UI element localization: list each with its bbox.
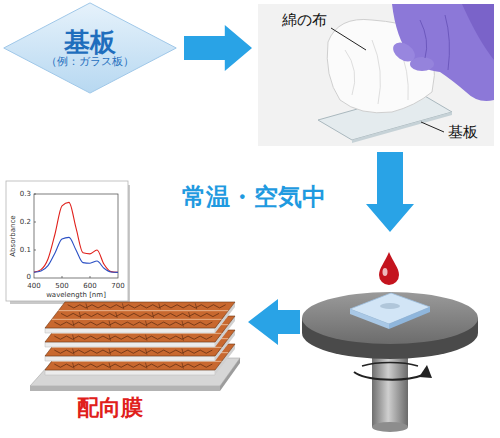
axis-tick: 0 [17, 273, 31, 281]
film-stack [30, 302, 240, 391]
film-layer [189, 312, 191, 318]
spin-coater [362, 363, 418, 366]
flow-arrow-left [248, 299, 300, 345]
film-layer [182, 349, 184, 355]
substrate-diamond: 基板（例：ガラス板） [2, 2, 178, 94]
axis-title: Absorbance [9, 214, 17, 258]
film-layer [182, 321, 184, 327]
callout-label: 綿の布 [282, 12, 327, 29]
spin-coater [389, 307, 430, 329]
spin-coater [350, 309, 389, 329]
rubbing-photo-art [410, 57, 434, 71]
spin-coater [383, 268, 388, 276]
film-layer [52, 319, 222, 320]
film-layer [86, 303, 88, 309]
condition-label: 常温・空気中 [182, 183, 326, 212]
film-layer [73, 349, 75, 355]
rubbing-photo-art [352, 112, 452, 143]
spin-coater [379, 252, 399, 285]
film-layer [145, 335, 147, 341]
film-layer [45, 356, 215, 361]
rubbing-photo-art [462, 4, 494, 60]
film-layer [45, 302, 235, 333]
film-layer [182, 363, 184, 369]
film-layer [45, 342, 215, 347]
film-layer [54, 336, 212, 339]
node-subtitle: （例：ガラス板） [46, 56, 134, 68]
flow-arrow-down [366, 152, 414, 232]
spectrum-chart [6, 181, 130, 304]
substrate-diamond-art [4, 3, 176, 93]
axis-tick: 400 [24, 282, 44, 290]
film-layer [109, 321, 111, 327]
film-layer [54, 350, 212, 353]
rubbing-photo-art [420, 15, 449, 70]
film-layer [73, 335, 75, 341]
spin-coater [380, 303, 400, 309]
node-title: 配向膜 [77, 396, 143, 420]
spectrum-chart [34, 202, 118, 272]
spin-coater [302, 292, 478, 344]
spectrum-chart [6, 181, 128, 301]
film-layer [109, 363, 111, 369]
flow-arrow-down [366, 152, 414, 232]
spin-coater [354, 372, 423, 380]
film-layer [54, 322, 212, 325]
alignment-film-stack: 配向膜 [30, 296, 245, 434]
film-layer [159, 303, 161, 309]
axis-tick: 500 [52, 282, 72, 290]
rubbing-photo-art [258, 4, 494, 146]
callout-label: 基板 [448, 124, 478, 141]
film-layer [116, 312, 118, 318]
film-layer [45, 302, 235, 328]
film-layer [109, 335, 111, 341]
spin-coater [372, 422, 408, 432]
axis-tick: 700 [108, 282, 128, 290]
blue-spectrum-curve [34, 237, 118, 272]
axis-tick: 0.3 [17, 190, 31, 198]
film-layer [61, 313, 219, 316]
spectrum-chart [34, 194, 118, 278]
film-layer [73, 321, 75, 327]
film-layer [182, 335, 184, 341]
film-layer [145, 349, 147, 355]
film-layer [152, 312, 154, 318]
film-stack [30, 386, 220, 391]
film-layer [145, 363, 147, 369]
film-layer [68, 305, 226, 308]
red-spectrum-curve [34, 202, 118, 272]
spin-coater [350, 293, 430, 324]
film-layer [45, 370, 215, 375]
rubbing-photo-art [421, 122, 444, 132]
spin-coater [419, 365, 432, 378]
node-title: 基板 [64, 28, 116, 57]
film-layer [79, 312, 81, 318]
flow-arrow [184, 25, 252, 71]
film-layer [122, 303, 124, 309]
rubbing-photo: 綿の布基板 [258, 4, 494, 146]
film-layer [58, 310, 228, 311]
rubbing-photo-art [331, 28, 366, 50]
film-layer [145, 321, 147, 327]
film-layer [54, 364, 212, 367]
film-layer [73, 363, 75, 369]
film-layer [195, 303, 197, 309]
axis-tick: 600 [80, 282, 100, 290]
axis-tick: 0.1 [17, 246, 31, 254]
axis-title: wavelength [nm] [36, 291, 116, 299]
spin-coater [302, 252, 478, 432]
flow-arrow-left [248, 299, 300, 345]
film-layer [45, 328, 215, 333]
film-layer [109, 349, 111, 355]
axis-tick: 0.2 [17, 218, 31, 226]
